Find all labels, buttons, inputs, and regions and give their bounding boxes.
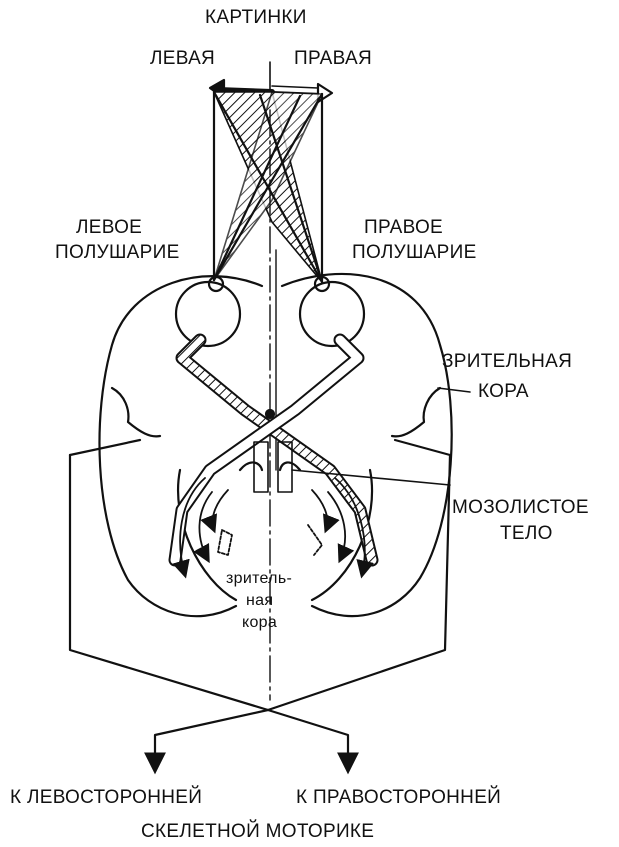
- inner-visual-cortex-label-2: ная: [246, 590, 273, 611]
- pictures-label: КАРТИНКИ: [205, 6, 307, 29]
- inner-visual-cortex-label-3: кора: [242, 612, 277, 633]
- right-picture-label: ПРАВАЯ: [294, 47, 372, 70]
- visual-cortex-label-2: КОРА: [478, 380, 529, 403]
- visual-cortex-label-1: ЗРИТЕЛЬНАЯ: [442, 350, 572, 373]
- skeletal-motor-label: СКЕЛЕТНОЙ МОТОРИКЕ: [141, 820, 374, 843]
- right-eye: [300, 277, 364, 346]
- right-hemisphere-label-1: ПРАВОЕ: [364, 216, 443, 239]
- optic-tracts: [175, 340, 372, 560]
- light-rays: [214, 92, 322, 282]
- corpus-callosum-label-1: МОЗОЛИСТОЕ: [452, 496, 589, 519]
- right-hemisphere-label-2: ПОЛУШАРИЕ: [352, 241, 477, 264]
- left-hemisphere-label-2: ПОЛУШАРИЕ: [55, 241, 180, 264]
- left-picture-label: ЛЕВАЯ: [150, 47, 215, 70]
- visual-cortex-leader: [438, 388, 470, 392]
- corpus-callosum-label-2: ТЕЛО: [500, 522, 553, 545]
- cortex-arrows: [180, 478, 365, 575]
- to-left-label: К ЛЕВОСТОРОННЕЙ: [10, 786, 202, 809]
- to-right-label: К ПРАВОСТОРОННЕЙ: [296, 786, 501, 809]
- left-hemisphere-label-1: ЛЕВОЕ: [76, 216, 142, 239]
- inner-visual-cortex-label-1: зритель-: [226, 568, 292, 589]
- left-eye: [176, 277, 240, 346]
